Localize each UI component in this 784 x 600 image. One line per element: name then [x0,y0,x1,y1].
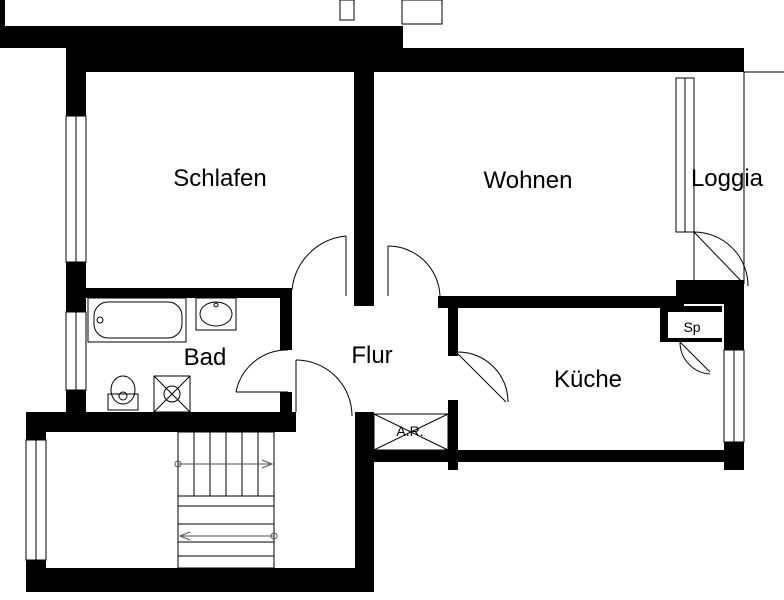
loggia-outline [693,71,784,284]
shower-tray-icon [153,375,191,413]
label-loggia: Loggia [691,165,764,192]
bathroom-fixtures [87,297,237,413]
room-labels: Schlafen Wohnen Loggia Bad Flur Küche Sp… [173,165,763,439]
door-loggia [693,231,749,287]
label-bad: Bad [184,344,227,371]
sink-icon [195,297,237,331]
neighbour-stub [0,0,443,48]
label-speisekammer: Sp [683,319,700,335]
bathtub-icon [87,297,187,343]
label-schlafen: Schlafen [173,165,266,192]
door-schlafen [291,235,347,296]
toilet-icon [107,375,139,411]
door-bad [235,349,289,393]
label-flur: Flur [351,342,392,369]
label-kueche: Küche [554,366,622,393]
doors [235,231,749,417]
door-entrance [295,359,353,417]
interior-walls [86,72,744,470]
abstellraum-cross [373,413,449,451]
door-wohnen [387,245,441,297]
windows [25,77,745,561]
exterior-walls [5,26,744,592]
staircase [174,431,278,569]
door-kueche [455,351,509,403]
door-speisekammer [679,341,711,375]
label-wohnen: Wohnen [484,167,573,194]
label-abstellraum: A.R. [396,423,423,439]
